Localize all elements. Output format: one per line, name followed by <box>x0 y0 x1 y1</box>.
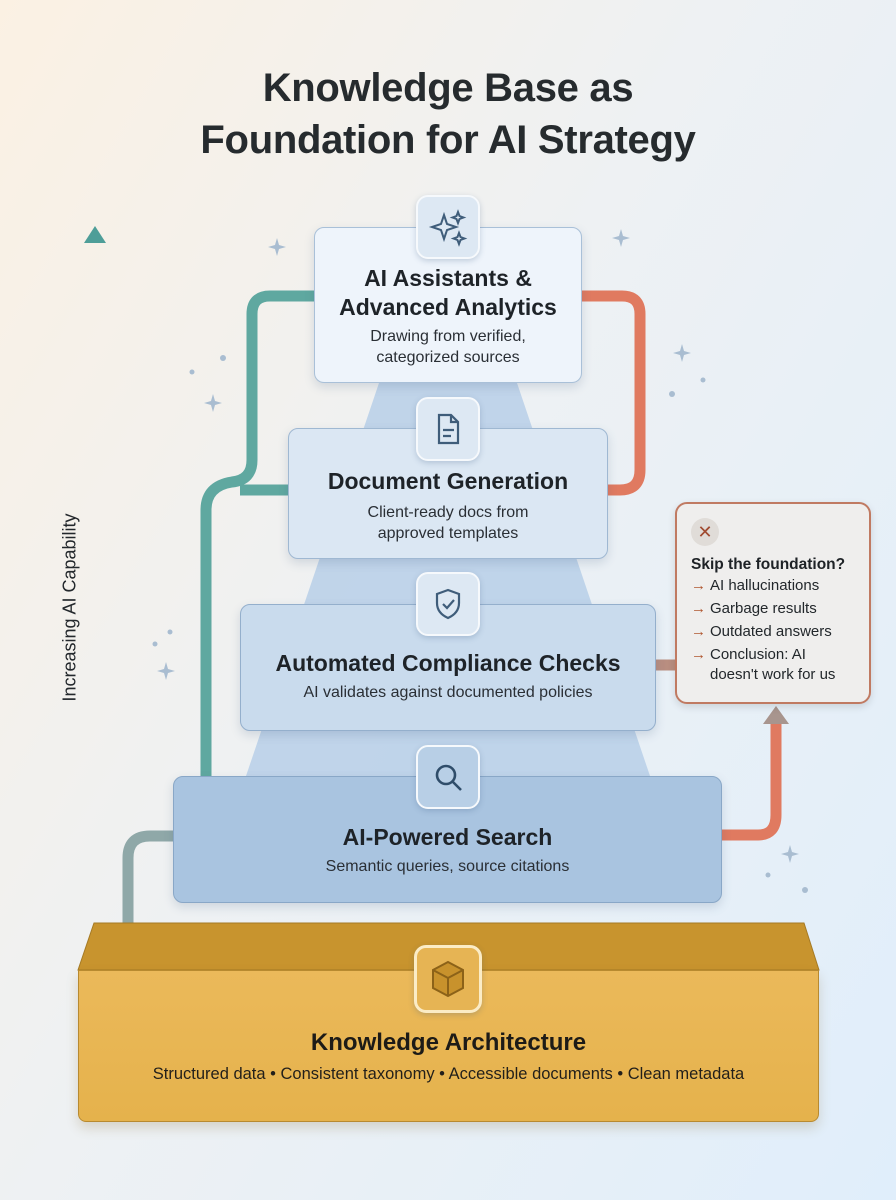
arrow-right-icon: → <box>691 600 706 617</box>
sparkles-icon <box>416 195 480 259</box>
warning-item-text: AI hallucinations <box>710 577 820 594</box>
warning-item-text: Conclusion: AI doesn't work for us <box>710 646 836 683</box>
layer-title: AI Assistants & <box>364 265 532 291</box>
layer-title: Advanced Analytics <box>339 294 557 320</box>
arrow-right-icon: → <box>691 577 706 594</box>
foundation-desc: Structured data • Consistent taxonomy • … <box>152 1065 745 1083</box>
sparkle-decorations <box>152 229 808 893</box>
warning-callout: ✕ Skip the foundation? →AI hallucination… <box>675 502 871 704</box>
warning-item: →Garbage results <box>691 597 855 620</box>
teal-connector <box>200 290 314 776</box>
close-icon: ✕ <box>691 518 719 546</box>
warning-item: →Outdated answers <box>691 620 855 643</box>
arrow-right-icon: → <box>691 646 706 663</box>
layer-desc: categorized sources <box>376 349 520 366</box>
coral-connector <box>582 290 646 496</box>
layer-title: AI-Powered Search <box>342 824 553 850</box>
shield-check-icon <box>416 572 480 636</box>
cube-icon <box>414 945 482 1013</box>
layer-desc: Client-ready docs from <box>367 504 529 521</box>
layer-desc: AI validates against documented policies <box>303 684 593 701</box>
warning-item: →Conclusion: AI doesn't work for us <box>691 645 855 685</box>
title-line-1: Knowledge Base as <box>262 66 634 110</box>
foundation-connector <box>122 830 173 972</box>
layer-desc: approved templates <box>377 525 519 542</box>
search-to-warning-connector <box>722 722 782 841</box>
warning-title: Skip the foundation? <box>691 556 846 573</box>
warning-item-text: Garbage results <box>710 600 817 617</box>
arrow-right-icon: → <box>691 623 706 640</box>
title-line-2: Foundation for AI Strategy <box>200 118 696 162</box>
foundation-title: Knowledge Architecture <box>310 1029 587 1056</box>
layer-desc: Semantic queries, source citations <box>325 858 570 875</box>
arrowhead-icon <box>84 226 106 243</box>
layer-desc: Drawing from verified, <box>370 328 526 345</box>
axis-label: Increasing AI Capability <box>59 513 80 702</box>
warning-item: →AI hallucinations <box>691 574 855 597</box>
layer-title: Document Generation <box>327 468 569 494</box>
layer-title: Automated Compliance Checks <box>275 650 621 676</box>
document-icon <box>416 397 480 461</box>
warning-item-text: Outdated answers <box>710 623 832 640</box>
search-icon <box>416 745 480 809</box>
